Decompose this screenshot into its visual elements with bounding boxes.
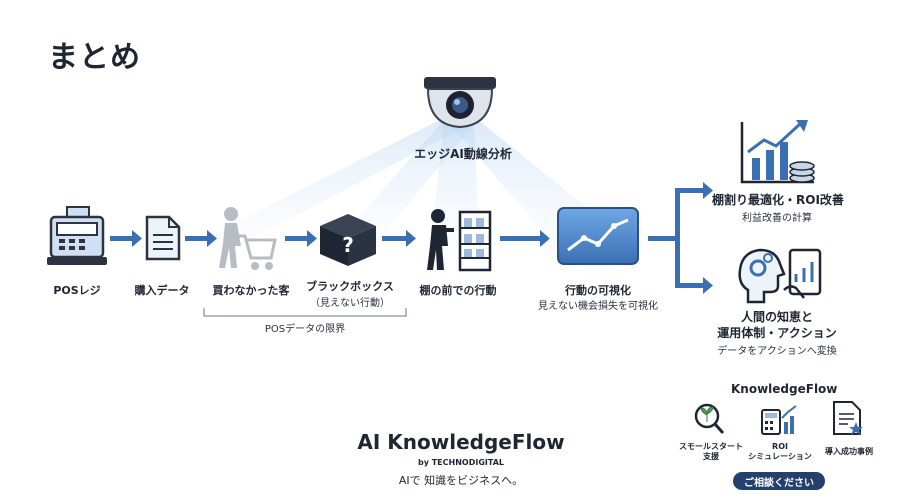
blackbox-sub: （見えない行動） [310,298,390,309]
no-buy-label: 買わなかった客 [212,284,290,297]
outcome-human-title-2: 運用体制・アクション [717,326,837,340]
contact-button[interactable]: ご相談ください [733,472,825,490]
document-star-icon [833,401,863,435]
kf-item-case-studies: 導入成功事例 [825,447,873,456]
dome-camera-icon [424,77,496,129]
dashboard-chart-icon [548,198,648,274]
camera-label: エッジAI動線分析 [414,147,512,161]
brand-name: AI KnowledgeFlow [357,430,565,454]
outcome-human-sub: データをアクションへ変換 [717,346,837,357]
visual-label: 行動の可視化 [565,284,631,297]
outcome-human-title-1: 人間の知恵と [740,310,813,324]
pos-limit-label: POSデータの限界 [264,324,346,335]
shelf-label: 棚の前での行動 [419,284,497,297]
svg-text:?: ? [342,233,354,257]
human-gear-tablet-icon [738,248,822,304]
purchase-label: 購入データ [134,284,190,297]
outcome-roi-title: 棚割り最適化・ROI改善 [712,193,844,207]
outcome-roi-sub: 利益改善の計算 [742,213,812,224]
pos-label: POSレジ [53,284,101,297]
growth-chart-coins-icon [740,120,815,184]
calculator-chart-icon [761,405,797,435]
document-icon [145,215,181,261]
page-title: まとめ [48,40,141,75]
pos-limit-bracket [203,308,407,317]
brand-by: by TECHNODIGITAL [418,458,504,467]
kf-item-small-start: スモールスタート 支援 [679,442,743,461]
pos-register-icon [47,206,107,265]
brand-tagline: AIで 知識をビジネスへ。 [398,474,524,487]
blackbox-label: ブラックボックス [306,280,394,293]
shopper-cart-icon [219,207,277,270]
kf-panel-title: KnowledgeFlow [731,382,838,396]
visual-sub: 見えない機会損失を可視化 [538,301,658,312]
shelf-person-icon [427,209,492,272]
magnifier-sprout-icon [694,403,725,434]
kf-item-roi-sim: ROI シミュレーション [748,442,812,461]
black-box-icon: ? [320,214,376,266]
